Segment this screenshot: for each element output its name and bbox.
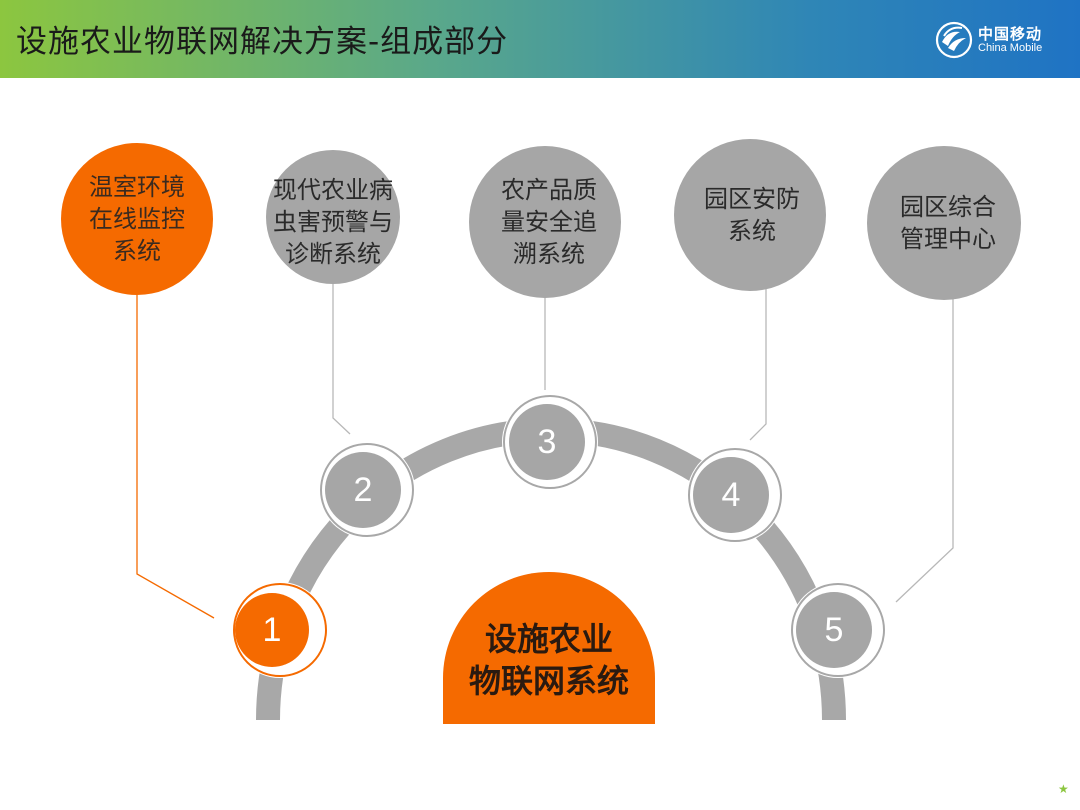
component-label-3-line-1: 农产品质	[501, 176, 597, 204]
connector-line-4	[749, 284, 767, 441]
component-label-3-line-3: 溯系统	[513, 240, 585, 268]
component-label-2-line-2: 虫害预警与	[273, 208, 393, 236]
center-label-line-2: 物联网系统	[468, 662, 629, 700]
component-label-2: 现代农业病 虫害预警与 诊断系统	[253, 174, 413, 270]
node-number-2: 2	[353, 471, 373, 509]
bubble-3	[469, 146, 621, 298]
logo-text-en: China Mobile	[978, 42, 1043, 54]
node-number-1: 1	[262, 611, 282, 649]
component-label-1-line-3: 系统	[113, 237, 161, 265]
bubble-5	[867, 146, 1021, 300]
node-1	[232, 582, 328, 678]
china-mobile-logo-icon	[935, 21, 973, 59]
node-number-3: 3	[537, 423, 557, 461]
component-label-3: 农产品质 量安全追 溯系统	[469, 174, 629, 270]
page-title: 设施农业物联网解决方案-组成部分	[16, 24, 509, 60]
component-label-2-line-3: 诊断系统	[285, 240, 381, 268]
bubble-4	[674, 139, 826, 291]
component-label-1-line-1: 温室环境	[89, 173, 185, 201]
node-5	[790, 582, 886, 678]
corner-star-icon: ★	[1058, 782, 1069, 796]
node-4	[687, 447, 783, 543]
component-label-5-line-2: 管理中心	[900, 225, 996, 253]
component-label-4-line-2: 系统	[728, 217, 776, 245]
component-label-4-line-1: 园区安防	[704, 185, 800, 213]
node-3	[502, 394, 598, 490]
connector-line-1	[136, 286, 215, 619]
bubble-1	[61, 143, 213, 295]
center-label-line-1: 设施农业	[484, 620, 613, 658]
node-number-5: 5	[824, 611, 844, 649]
center-system-label: 设施农业 物联网系统	[443, 618, 655, 702]
connector-line-5	[895, 290, 954, 603]
node-number-4: 4	[721, 476, 741, 514]
component-label-5-line-1: 园区综合	[900, 193, 996, 221]
component-label-4: 园区安防 系统	[672, 183, 832, 247]
component-label-1-line-2: 在线监控	[89, 205, 185, 233]
header-bar: 设施农业物联网解决方案-组成部分 中国移动 China Mobile	[0, 0, 1080, 78]
node-2	[319, 442, 415, 538]
connector-line-2	[332, 284, 351, 435]
bubble-2	[266, 150, 400, 284]
component-label-2-line-1: 现代农业病	[273, 176, 393, 204]
logo-text-cn: 中国移动	[978, 25, 1043, 43]
china-mobile-logo: 中国移动 China Mobile	[934, 20, 1064, 60]
component-label-1: 温室环境 在线监控 系统	[57, 171, 217, 267]
component-label-3-line-2: 量安全追	[501, 208, 597, 236]
component-label-5: 园区综合 管理中心	[868, 191, 1028, 255]
